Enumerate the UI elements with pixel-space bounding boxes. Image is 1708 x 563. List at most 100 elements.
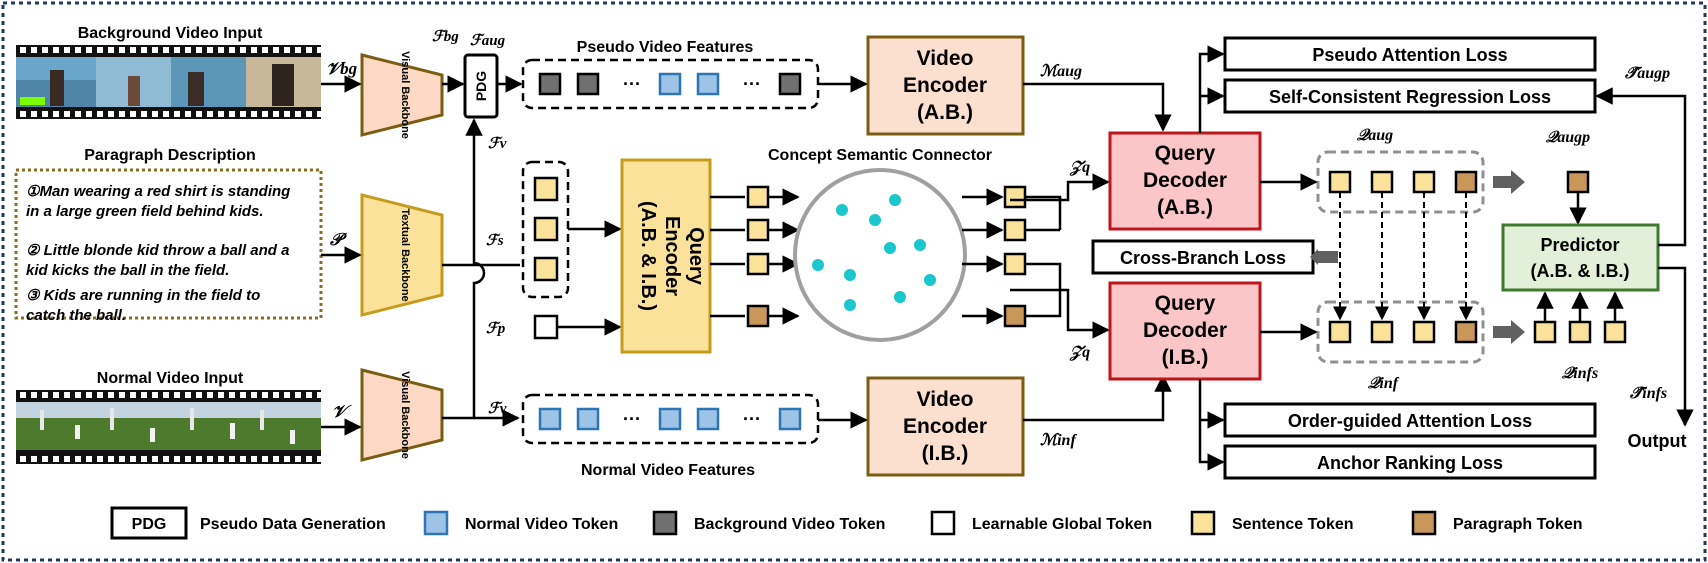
- symbol-vbg: 𝒱bg: [326, 59, 358, 78]
- legend-normal-token-swatch: [423, 510, 449, 536]
- symbol-qinf-s: 𝒬infs: [1562, 365, 1598, 382]
- film-hole: [163, 111, 169, 117]
- video-encoder-ib-line-2: Encoder: [903, 415, 987, 438]
- symbol-minf: ℳinf: [1040, 432, 1077, 449]
- query-decoder-ib-line-3: (I.B.): [1162, 346, 1209, 369]
- normal-filmstrip-holes: [20, 392, 323, 462]
- sentence-2-line-2: kid kicks the ball in the field.: [26, 262, 229, 279]
- film-hole: [97, 111, 103, 117]
- sentence-token: [1003, 252, 1027, 276]
- arrow-zq-bottom: [1010, 288, 1110, 339]
- predictor-line-1: Predictor: [1540, 235, 1619, 255]
- film-hole: [141, 47, 147, 53]
- normal-tokens: [538, 407, 802, 431]
- film-hole: [64, 456, 70, 462]
- film-hole: [108, 456, 114, 462]
- film-hole: [42, 392, 48, 398]
- learnable-global-token: [533, 314, 559, 340]
- legend-background-token-label: Background Video Token: [694, 516, 885, 533]
- order-guided-loss: Order-guided Attention Loss: [1288, 411, 1532, 431]
- symbol-fv-top: ℱv: [488, 136, 507, 152]
- film-hole: [306, 111, 312, 117]
- background-token: [576, 72, 600, 96]
- film-hole: [20, 456, 26, 462]
- concept-dot: [812, 259, 824, 271]
- film-hole: [119, 111, 125, 117]
- legend-paragraph-token-swatch: [1411, 510, 1437, 536]
- film-hole: [185, 47, 191, 53]
- qaug-sentence-token: [1412, 170, 1436, 194]
- film-hole: [31, 111, 37, 117]
- film-hole: [53, 392, 59, 398]
- film-hole: [273, 392, 279, 398]
- qaug-sentence-token: [1328, 170, 1352, 194]
- film-hole: [75, 47, 81, 53]
- normal-token: [696, 407, 720, 431]
- film-hole: [97, 47, 103, 53]
- film-hole: [64, 47, 70, 53]
- film-hole: [42, 47, 48, 53]
- sentence-1-line-1: ①Man wearing a red shirt is standing: [26, 183, 290, 200]
- pseudo-features-title: Pseudo Video Features: [577, 39, 754, 56]
- normal-token: [658, 407, 682, 431]
- qinf-sentence-token: [1328, 320, 1352, 344]
- symbol-fp: ℱp: [486, 321, 506, 337]
- film-hole: [108, 392, 114, 398]
- symbol-qaug: 𝒬aug: [1357, 127, 1393, 144]
- qinf-sentence-tokens: [1533, 291, 1627, 344]
- symbol-p: 𝒫: [329, 230, 347, 249]
- film-hole: [196, 47, 202, 53]
- film-hole: [273, 456, 279, 462]
- film-hole: [273, 47, 279, 53]
- film-hole: [174, 111, 180, 117]
- symbol-v: 𝒱: [332, 402, 352, 421]
- film-hole: [42, 111, 48, 117]
- pseudo-ellipsis-2: ···: [743, 74, 761, 94]
- arrow-to-anchor-ranking: [1198, 379, 1225, 471]
- film-hole: [185, 392, 191, 398]
- query-decoder-ab-line-1: Query: [1155, 142, 1216, 165]
- film-hole: [317, 47, 323, 53]
- film-hole: [240, 111, 246, 117]
- film-hole: [20, 47, 26, 53]
- arrow-to-pseudo-attention: [1198, 45, 1225, 133]
- symbol-faug: ℱaug: [470, 33, 506, 49]
- film-hole: [42, 456, 48, 462]
- legend-sentence-token-label: Sentence Token: [1232, 516, 1354, 533]
- pseudo-ellipsis-1: ···: [623, 74, 641, 94]
- film-hole: [130, 392, 136, 398]
- sentence-3-line-1: ③ Kids are running in the field to: [26, 287, 260, 304]
- film-hole: [185, 111, 191, 117]
- film-hole: [251, 47, 257, 53]
- anchor-ranking-loss-box: [1223, 444, 1597, 480]
- arrow-minf-to-decoder: [1023, 374, 1172, 422]
- sentence-token: [746, 185, 770, 209]
- film-hole: [229, 111, 235, 117]
- film-hole: [152, 111, 158, 117]
- normal-token: [696, 72, 720, 96]
- film-hole: [218, 111, 224, 117]
- film-hole: [306, 456, 312, 462]
- cross-branch-arrow-shaft: [1318, 251, 1338, 263]
- film-hole: [119, 456, 125, 462]
- qaug-paragraph-token: [1454, 170, 1478, 194]
- film-hole: [196, 456, 202, 462]
- paragraph-token: [1003, 304, 1027, 328]
- pseudo-attention-loss-box: [1223, 36, 1597, 72]
- film-hole: [284, 392, 290, 398]
- pdg-label: PDG: [473, 71, 489, 101]
- query-decoder-ib-line-1: Query: [1155, 292, 1216, 315]
- film-hole: [108, 47, 114, 53]
- film-hole: [262, 456, 268, 462]
- background-filmstrip-holes: [20, 47, 323, 117]
- fs-sentence-token-1: [533, 176, 559, 202]
- normal-video-filmstrip: [16, 390, 321, 464]
- arrow-zq-top: [1010, 173, 1110, 202]
- background-video-title: Background Video Input: [78, 25, 263, 42]
- cross-branch-arrow-icon: [1310, 249, 1340, 265]
- film-hole: [240, 456, 246, 462]
- film-hole: [207, 456, 213, 462]
- paragraph-box: [14, 168, 323, 320]
- video-encoder-ab: [866, 35, 1025, 136]
- qinf-sentence-token: [1412, 320, 1436, 344]
